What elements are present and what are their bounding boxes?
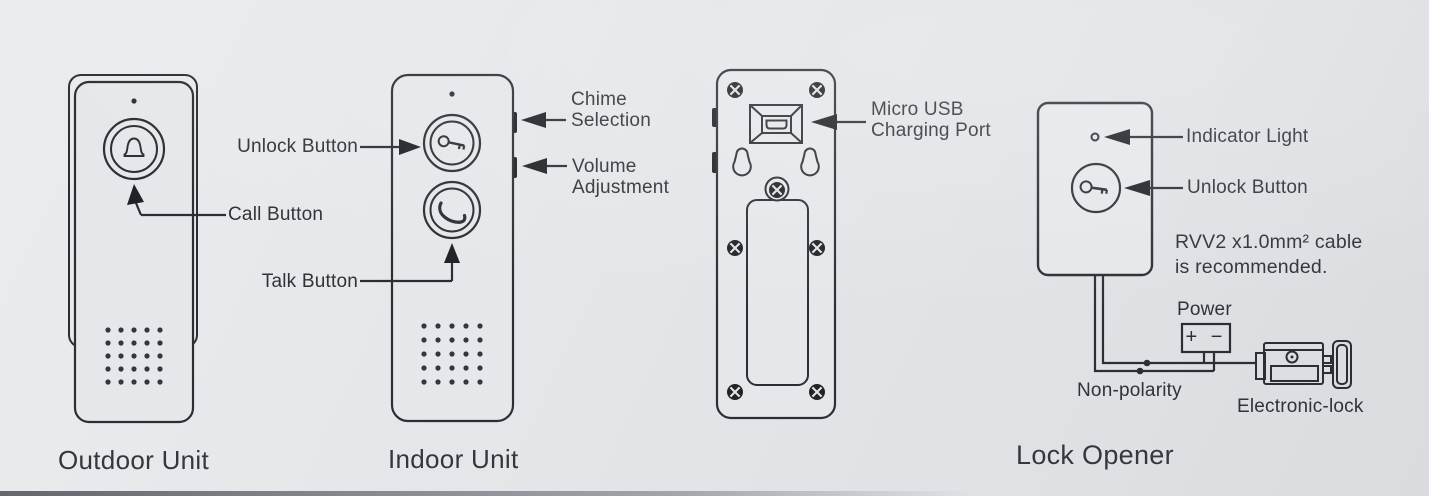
outdoor-mic-hole xyxy=(131,98,137,104)
screw-icon xyxy=(727,240,743,256)
screw-icon xyxy=(727,384,743,400)
indicator-callout-arrow xyxy=(1104,129,1183,145)
outdoor-unit-drawing xyxy=(68,74,198,424)
cable-note: RVV2 x1.0mm² cable is recommended. xyxy=(1175,230,1362,280)
electronic-lock-drawing xyxy=(1255,340,1352,389)
unlock-button-label: Unlock Button xyxy=(237,136,358,157)
talk-callout-arrow xyxy=(360,243,460,283)
outdoor-unit-caption: Outdoor Unit xyxy=(58,445,210,475)
micro-usb-label: Micro USB Charging Port xyxy=(871,99,991,141)
lock-wiring xyxy=(1093,275,1256,375)
chime-selection-label-line1: Chime xyxy=(571,89,627,110)
wire-junction-dot xyxy=(1143,359,1151,367)
indoor-unit-caption: Indoor Unit xyxy=(388,444,519,474)
screw-icon xyxy=(809,384,825,400)
volume-callout-arrow xyxy=(522,158,567,174)
unlock-button-drawing xyxy=(422,113,482,173)
volume-adjustment-label-line1: Volume xyxy=(572,156,637,177)
usb-callout-arrow xyxy=(811,114,866,130)
call-button-drawing xyxy=(102,117,166,181)
power-label: Power xyxy=(1177,299,1232,320)
chime-callout-arrow xyxy=(521,112,566,128)
key-icon xyxy=(1079,180,1108,194)
power-terminals-label: + − xyxy=(1185,326,1227,348)
micro-usb-label-line1: Micro USB xyxy=(871,99,964,120)
screw-icon xyxy=(727,82,743,98)
electronic-lock-label: Electronic-lock xyxy=(1237,396,1364,417)
indoor-unit-back-drawing xyxy=(712,68,837,420)
lock-unlock-button-label: Unlock Button xyxy=(1187,177,1308,198)
volume-adjustment-label-line2: Adjustment xyxy=(572,177,670,198)
volume-adjustment-label: Volume Adjustment xyxy=(572,156,669,198)
phone-icon xyxy=(438,201,467,224)
talk-button-label: Talk Button xyxy=(261,271,358,292)
lock-cylinder xyxy=(1285,350,1299,364)
bell-icon xyxy=(123,137,145,157)
callout-arrows xyxy=(127,112,1183,283)
cable-note-line2: is recommended. xyxy=(1175,256,1328,278)
chime-selection-label-line2: Selection xyxy=(571,110,651,131)
wire-junction-dot xyxy=(1136,367,1144,375)
lock-unlock-callout-arrow xyxy=(1124,180,1183,196)
power-supply-box xyxy=(1180,322,1232,354)
indoor-unit-drawing xyxy=(390,73,517,423)
photo-edge-shadow xyxy=(0,491,972,496)
chime-selection-label: Chime Selection xyxy=(571,89,651,131)
indoor-mic-hole xyxy=(449,91,455,97)
call-button-label: Call Button xyxy=(228,204,324,225)
micro-usb-label-line2: Charging Port xyxy=(871,120,991,141)
lock-unlock-button-drawing xyxy=(1070,162,1122,214)
indicator-light-dot xyxy=(1090,132,1100,142)
non-polarity-label: Non-polarity xyxy=(1077,380,1182,401)
indoor-speaker-grille xyxy=(421,323,483,385)
key-icon xyxy=(437,135,466,150)
screw-icon xyxy=(809,240,825,256)
lock-opener-caption: Lock Opener xyxy=(1016,440,1174,470)
talk-button-drawing xyxy=(422,180,482,240)
call-callout-arrow xyxy=(127,184,226,217)
keyhole-mount-icon xyxy=(732,147,752,177)
outdoor-unit-body xyxy=(73,80,195,424)
outdoor-speaker-grille xyxy=(105,327,163,385)
indicator-light-label: Indicator Light xyxy=(1186,126,1309,147)
screw-icon xyxy=(769,182,785,198)
screw-icon xyxy=(809,82,825,98)
usb-port-icon xyxy=(749,104,803,144)
unlock-callout-arrow xyxy=(360,139,421,155)
lock-opener-drawing xyxy=(1036,101,1352,389)
keyhole-mount-icon xyxy=(800,147,820,177)
cable-note-line1: RVV2 x1.0mm² cable xyxy=(1175,231,1363,253)
screws xyxy=(727,82,825,400)
